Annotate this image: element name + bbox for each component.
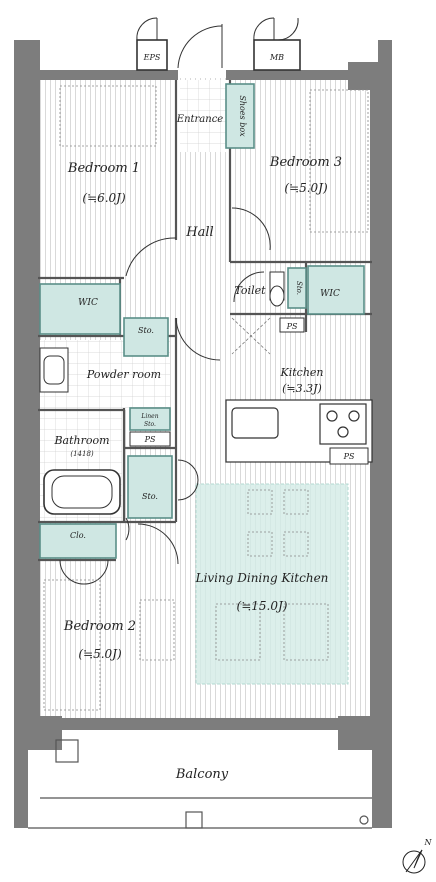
bedroom2-label: Bedroom 2 xyxy=(63,619,136,634)
ps-bath-box xyxy=(129,431,171,447)
toilet-fixture xyxy=(269,271,285,307)
wic-left-label: WIC xyxy=(78,298,98,308)
sto-toilet-label: Sto. xyxy=(295,281,303,295)
clo-label: Clo. xyxy=(70,531,86,540)
ps-toilet-box xyxy=(279,317,305,333)
ps-bath-label: PS xyxy=(144,435,156,444)
kitchen-hatching xyxy=(231,317,271,355)
kitchen-label: Kitchen xyxy=(280,366,324,379)
ldk-highlight xyxy=(195,483,349,685)
ps-toilet-label: PS xyxy=(286,322,298,331)
linen-sto-label-1: Linen xyxy=(140,413,158,420)
hall-label: Hall xyxy=(185,225,213,240)
eps-label: EPS xyxy=(143,53,161,62)
storage-areas xyxy=(39,83,365,559)
bathroom-size: (1418) xyxy=(70,450,94,458)
compass-label: N xyxy=(424,838,433,847)
sto-lower-label: Sto. xyxy=(142,492,158,501)
ps-kitchen-box xyxy=(329,447,369,465)
linen-sto-label-2: Sto. xyxy=(144,421,156,428)
bedroom2-size: (≒5.0J) xyxy=(78,647,122,661)
kitchen-size: (≒3.3J) xyxy=(282,382,322,395)
bedroom1-label: Bedroom 1 xyxy=(67,161,140,176)
door-arcs xyxy=(59,17,299,585)
washbasin xyxy=(39,347,69,393)
ps-kitchen-label: PS xyxy=(343,452,355,461)
outer-walls xyxy=(14,40,392,828)
mb-label: MB xyxy=(269,53,284,62)
bathroom-label: Bathroom xyxy=(53,434,109,447)
ldk-label: Living Dining Kitchen xyxy=(195,571,329,585)
balcony-label: Balcony xyxy=(175,767,229,782)
ldk-size: (≒15.0J) xyxy=(237,599,288,613)
furniture-outlines xyxy=(43,85,369,711)
bedroom3-size: (≒5.0J) xyxy=(284,181,328,195)
wic-right-label: WIC xyxy=(320,289,340,299)
shoes-box-label: Shoes box xyxy=(238,95,247,137)
toilet-label: Toilet xyxy=(234,284,266,297)
powder-room-label: Powder room xyxy=(86,368,161,381)
bedroom1-size: (≒6.0J) xyxy=(82,191,126,205)
compass-icon xyxy=(402,849,426,874)
balcony-rail xyxy=(28,739,372,829)
eps-mb-closets xyxy=(136,39,301,71)
sto-upper-label: Sto. xyxy=(138,326,154,335)
entrance-floor xyxy=(180,80,226,152)
bedroom3-label: Bedroom 3 xyxy=(269,155,342,170)
bathtub xyxy=(43,469,121,515)
entrance-label: Entrance xyxy=(176,114,224,125)
